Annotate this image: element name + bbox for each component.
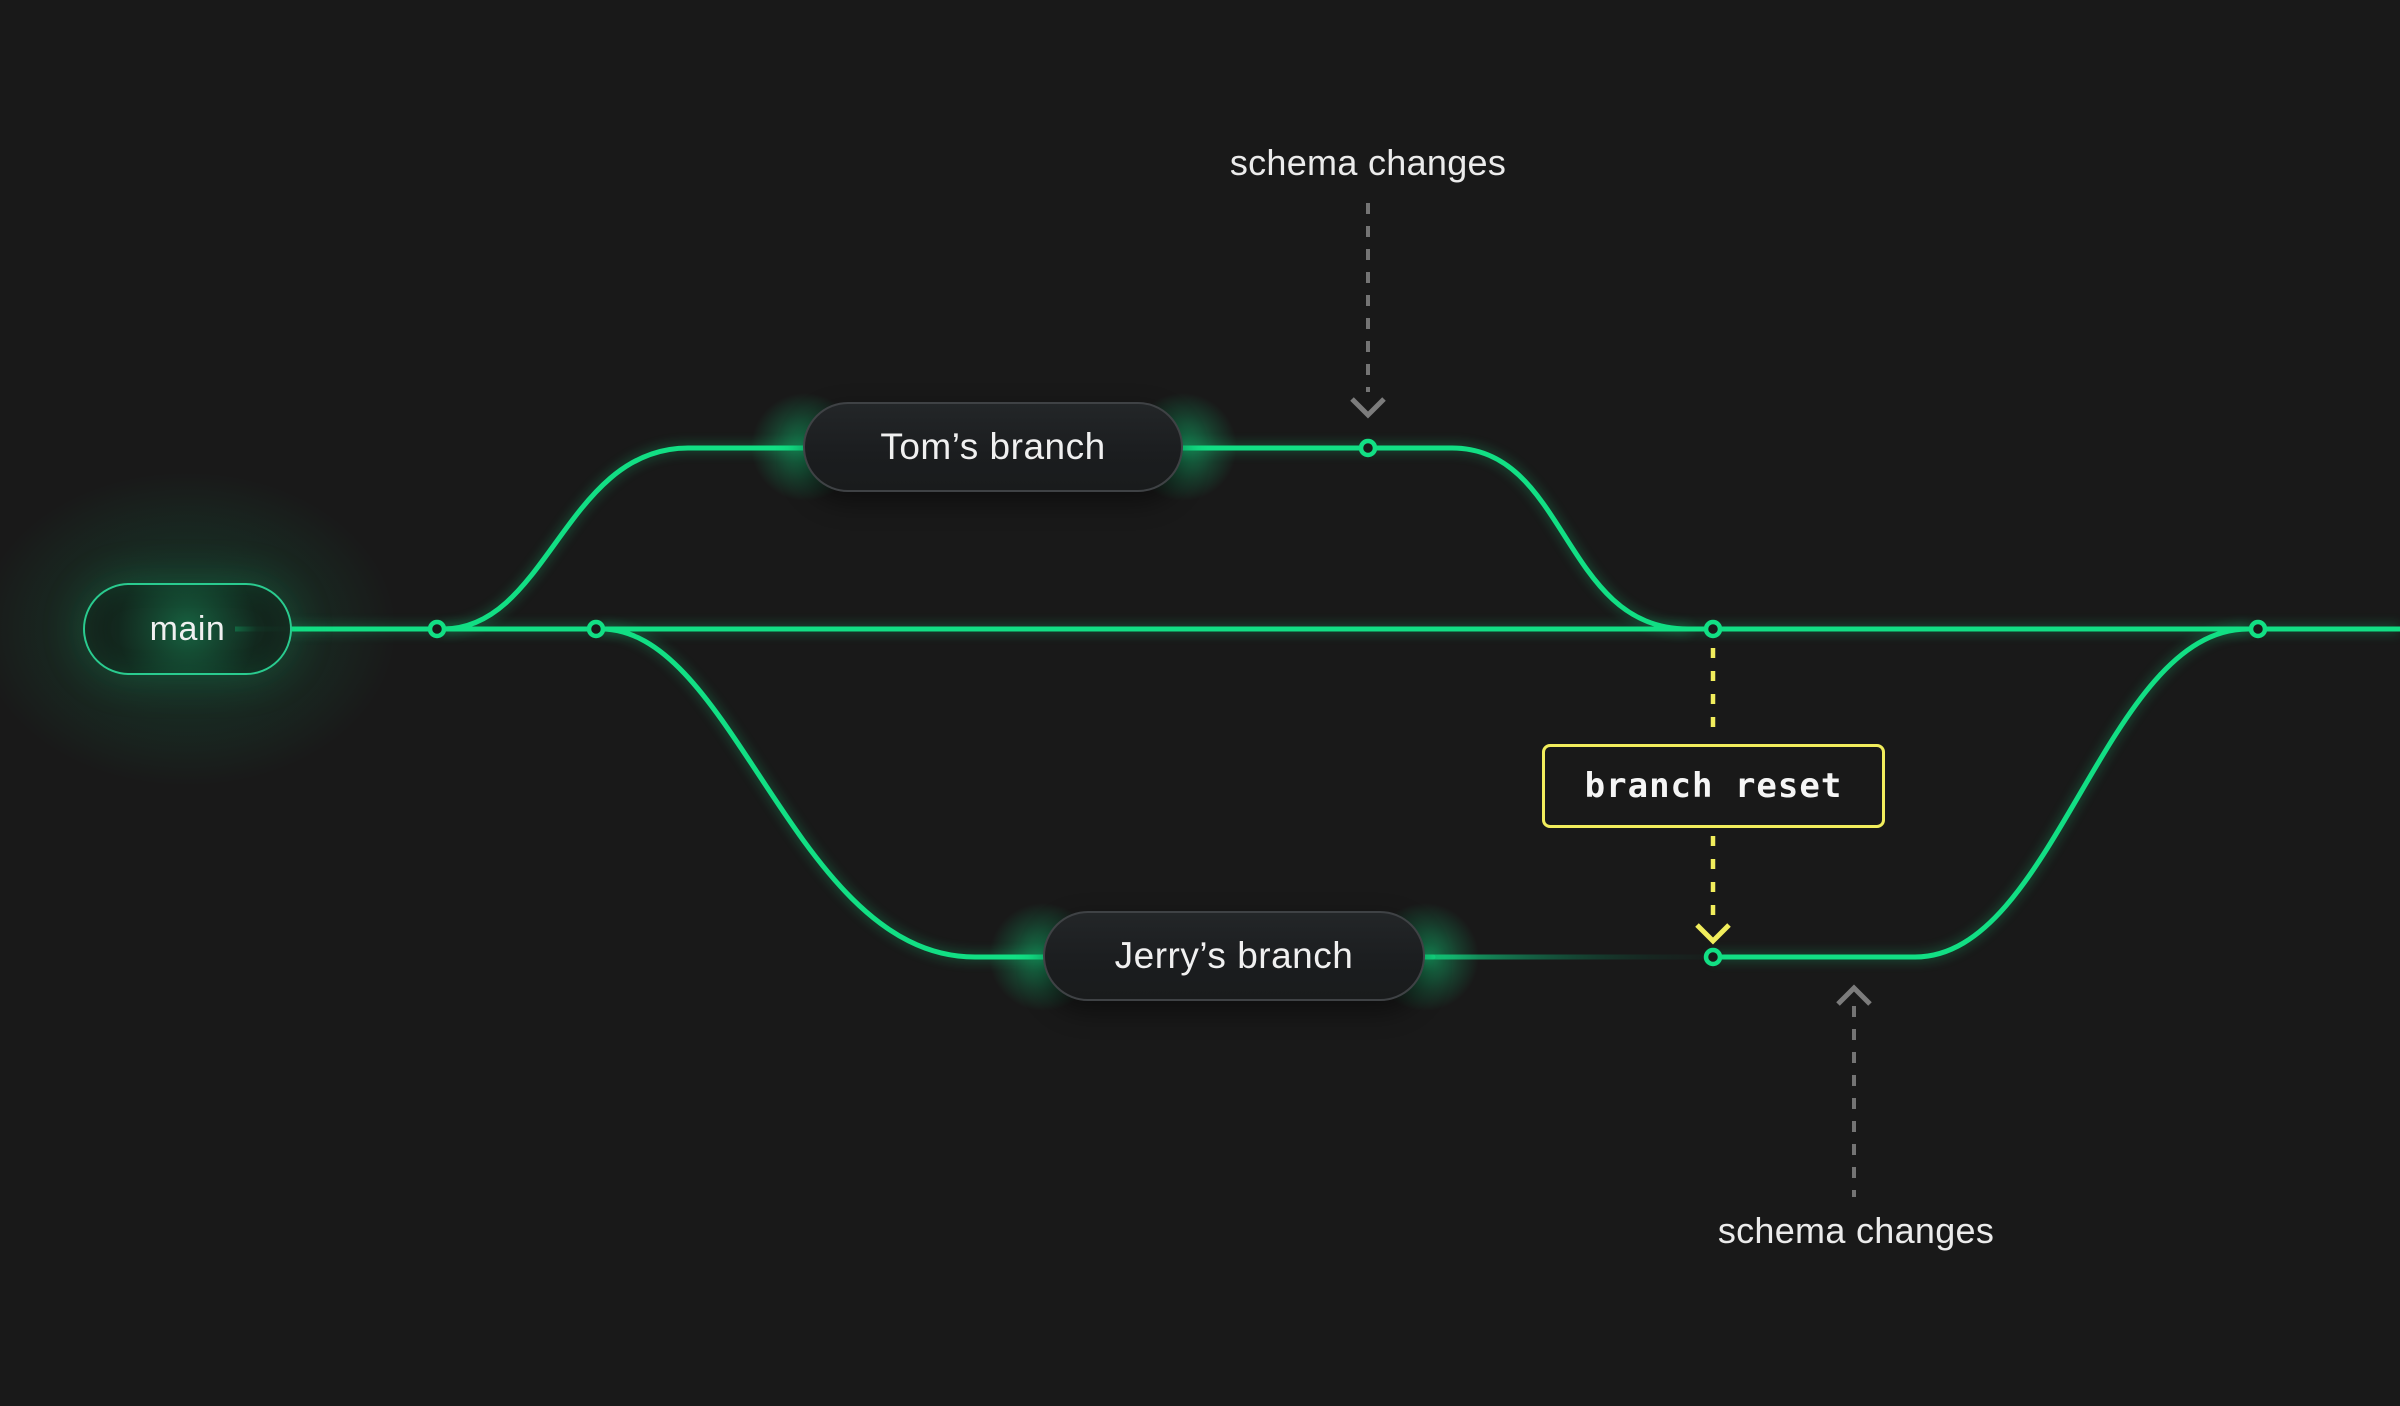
- branch-pill-main-label: main: [149, 609, 226, 648]
- branch-pill-tom: Tom’s branch: [803, 402, 1183, 492]
- branch-pill-jerry: Jerry’s branch: [1043, 911, 1425, 1001]
- commit-node-jerrys-branch-reset: [1703, 947, 1723, 967]
- branch-pill-tom-label: Tom’s branch: [880, 426, 1106, 467]
- arrow-up-chevron-icon: [1836, 984, 1872, 1006]
- arrow-down-chevron-yellow-icon: [1695, 923, 1731, 945]
- commit-node-main-merge-tom: [1703, 619, 1723, 639]
- commit-node-toms-branch: [1358, 438, 1378, 458]
- branch-pill-main: main: [83, 583, 292, 675]
- schema-changes-top-label: schema changes: [1229, 142, 1507, 183]
- commit-node-main-1: [427, 619, 447, 639]
- jerrys-branch-line-right: [1710, 626, 2251, 960]
- commit-node-main-2: [586, 619, 606, 639]
- branch-pill-jerry-label: Jerry’s branch: [1114, 935, 1354, 976]
- commit-node-main-merge-jerry: [2248, 619, 2268, 639]
- jerrys-branch-line-left: [598, 626, 1436, 960]
- schema-changes-bottom-label: schema changes: [1717, 1210, 1995, 1251]
- branch-reset-label: branch reset: [1584, 766, 1843, 806]
- arrow-down-chevron-icon: [1350, 397, 1386, 419]
- branch-reset-box: branch reset: [1542, 744, 1885, 828]
